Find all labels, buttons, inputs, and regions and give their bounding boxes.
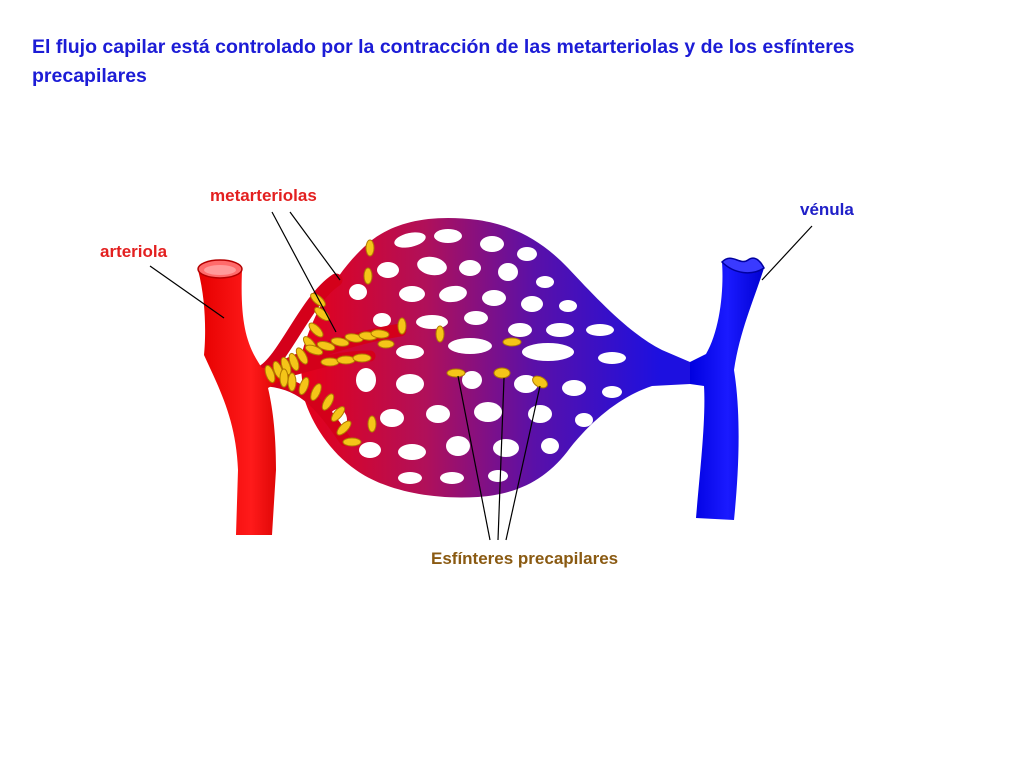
arteriola-leader: [149, 265, 225, 319]
venula-leader: [761, 225, 813, 281]
arteriola-label: arteriola: [100, 242, 168, 261]
esfinteres-label: Esfínteres precapilares: [431, 549, 619, 568]
venule: [690, 257, 765, 520]
venula-label: vénula: [800, 200, 854, 219]
arteriole: [197, 259, 282, 535]
metarteriolas-label: metarteriolas: [210, 186, 317, 205]
metarteriolas-leader-1: [271, 211, 337, 333]
capillary-bed: [300, 218, 690, 498]
esfinteres-leader-1: [457, 375, 491, 541]
precapillary-sphincters: [264, 239, 548, 447]
page-title: El flujo capilar está controlado por la …: [32, 36, 855, 87]
esfinteres-leader-2: [497, 377, 505, 541]
leader-lines: [149, 211, 813, 541]
metarteriolas-leader-2: [289, 211, 341, 281]
capillary-gaps: [329, 229, 626, 484]
esfinteres-leader-3: [505, 385, 541, 541]
capillary-network: [300, 218, 690, 498]
